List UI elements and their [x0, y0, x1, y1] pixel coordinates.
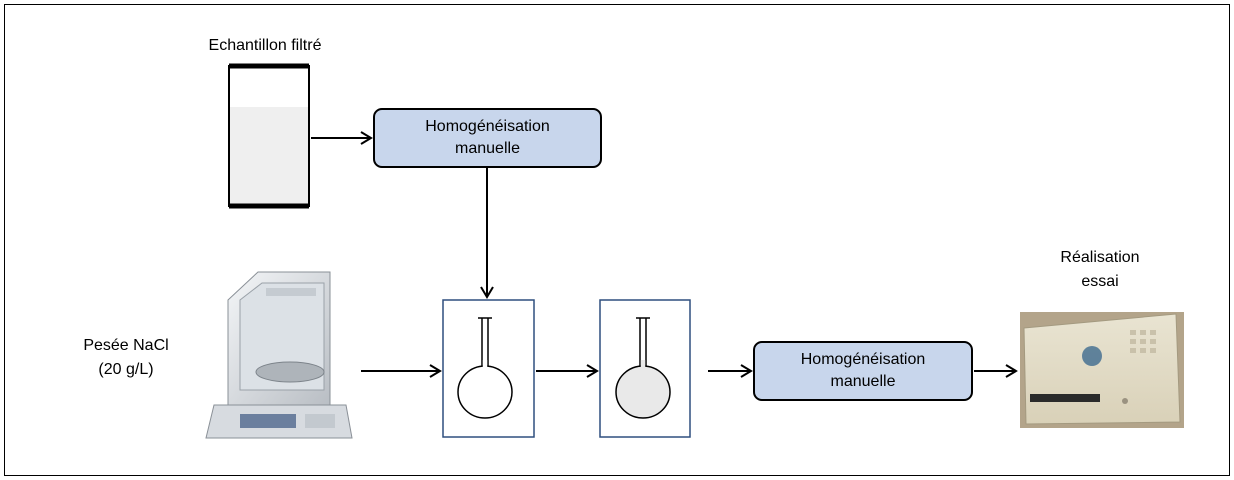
homogenization-bottom-box: Homogénéisation manuelle — [753, 341, 973, 401]
flask-1-icon — [442, 299, 535, 438]
weighing-label: Pesée NaCl (20 g/L) — [66, 336, 186, 380]
test-device-icon — [1020, 312, 1184, 428]
homogenization-top-box: Homogénéisation manuelle — [373, 108, 602, 168]
weighing-label-line-2: (20 g/L) — [98, 361, 154, 378]
test-label: Réalisation essai — [1050, 246, 1150, 294]
homogenization-bottom-line-2: manuelle — [830, 373, 896, 390]
weighing-label-line-1: Pesée NaCl — [83, 337, 169, 354]
homogenization-top-line-1: Homogénéisation — [425, 118, 550, 135]
test-label-line-1: Réalisation — [1060, 249, 1140, 266]
test-label-line-2: essai — [1081, 273, 1119, 290]
homogenization-bottom-line-1: Homogénéisation — [800, 351, 926, 368]
sample-label: Echantillon filtré — [208, 37, 322, 54]
flask-2-icon — [599, 299, 691, 438]
homogenization-top-line-2: manuelle — [455, 140, 520, 157]
sample-beaker-icon — [228, 63, 310, 209]
balance-icon — [205, 271, 353, 439]
